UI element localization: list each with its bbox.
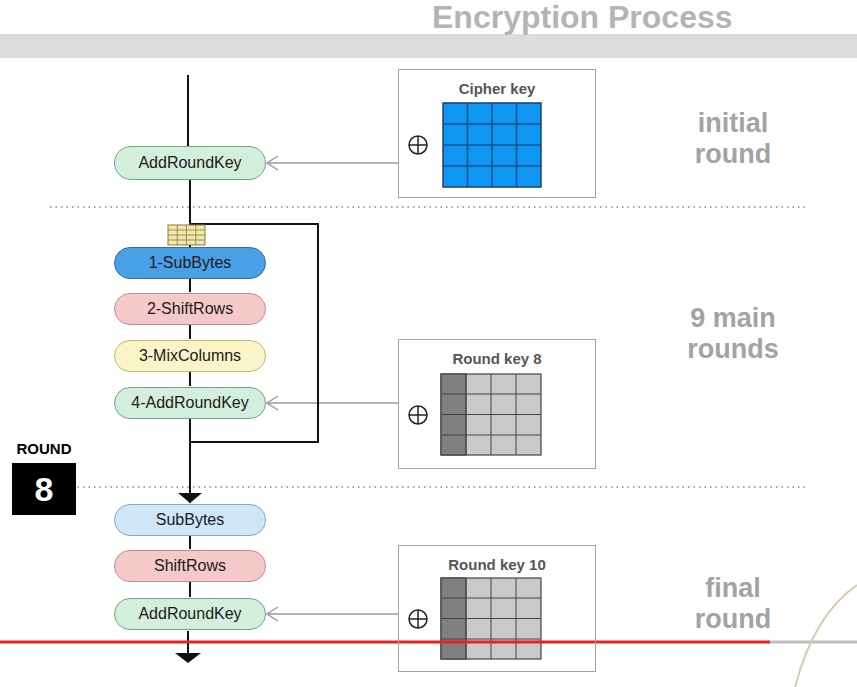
process-box: 2-ShiftRows	[114, 293, 266, 325]
round-caption: ROUND	[12, 440, 76, 457]
connector	[189, 536, 191, 549]
box-label: AddRoundKey	[138, 154, 241, 172]
title-band	[0, 34, 857, 58]
process-box: 1-SubBytes	[114, 247, 266, 279]
round-divider	[50, 206, 805, 208]
box-label: 4-AddRoundKey	[131, 394, 248, 412]
process-box: ShiftRows	[114, 550, 266, 582]
process-box: SubBytes	[114, 504, 266, 536]
connector	[189, 325, 191, 339]
round-key-grid	[441, 374, 541, 455]
box-label: ShiftRows	[154, 557, 226, 575]
process-box: 3-MixColumns	[114, 340, 266, 372]
round-key-box: Round key 8	[398, 339, 596, 469]
round-divider	[50, 486, 805, 488]
round-badge: ROUND 8	[12, 440, 76, 517]
section-label: 9 main rounds	[687, 303, 778, 365]
cipher-key-grid	[443, 103, 541, 187]
connector	[189, 372, 191, 386]
box-label: 2-ShiftRows	[147, 300, 233, 318]
state-grid-icon	[168, 225, 205, 245]
box-label: Round key 10	[399, 556, 595, 573]
progress-bar	[770, 641, 857, 644]
process-box: 4-AddRoundKey	[114, 387, 266, 419]
process-box: AddRoundKey	[114, 146, 266, 180]
box-label: 1-SubBytes	[149, 254, 232, 272]
box-label: SubBytes	[156, 511, 224, 529]
xor-symbol	[409, 136, 427, 628]
presenter-figure	[795, 585, 857, 687]
box-label: Cipher key	[399, 80, 595, 97]
connector	[189, 419, 191, 503]
output-arrowhead	[175, 653, 201, 663]
section-label: final round	[695, 573, 771, 635]
box-label: AddRoundKey	[138, 605, 241, 623]
section-label: initial round	[695, 108, 771, 170]
connector	[189, 279, 191, 292]
connector	[189, 582, 191, 597]
round-number: 8	[12, 463, 76, 515]
connector	[267, 613, 398, 614]
connector	[267, 402, 398, 403]
connector	[267, 162, 398, 163]
process-box: AddRoundKey	[114, 598, 266, 630]
round-key-box: Round key 10	[398, 545, 596, 672]
state-line	[187, 75, 189, 146]
round-key-box: Cipher key	[398, 69, 596, 198]
progress-bar	[0, 641, 770, 644]
box-label: Round key 8	[399, 350, 595, 367]
slide-title: Encryption Process	[432, 0, 733, 36]
box-label: 3-MixColumns	[139, 347, 241, 365]
round-key-grid	[441, 578, 541, 659]
